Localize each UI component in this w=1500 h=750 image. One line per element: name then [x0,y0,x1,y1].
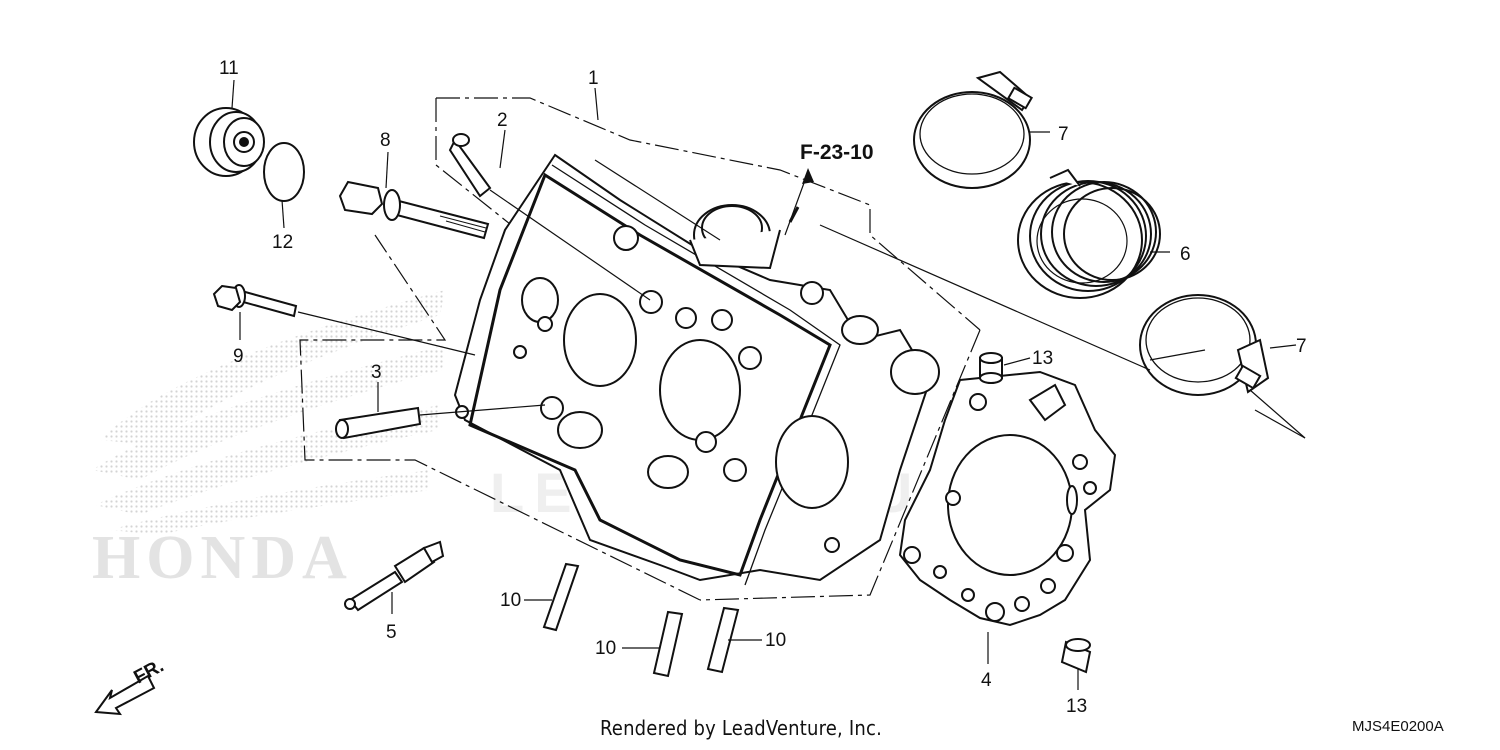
filler-cap [193,107,265,177]
callout-6[interactable]: 6 [1180,244,1191,265]
head-gasket [898,370,1117,627]
callout-7a[interactable]: 7 [1058,124,1069,145]
assembly-boundary [299,97,981,601]
leader-lines [231,79,1306,690]
intake-insulator [1017,168,1161,299]
clamp-lower [1139,294,1270,396]
dowel-pin-3 [335,406,422,440]
dowel-pin-13a [979,352,1003,384]
callout-8[interactable]: 8 [380,130,391,151]
callout-7b[interactable]: 7 [1296,336,1307,357]
callout-4[interactable]: 4 [981,670,992,691]
callout-12[interactable]: 12 [272,232,293,253]
callout-3[interactable]: 3 [371,362,382,383]
callout-9[interactable]: 9 [233,346,244,367]
callout-10b[interactable]: 10 [595,638,616,659]
flange-bolt-9 [212,284,298,318]
honda-wordmark: HONDA [92,524,353,592]
callout-10a[interactable]: 10 [500,590,521,611]
dowel-pin-13b [1060,638,1092,674]
clamp-upper [913,70,1034,189]
callout-13a[interactable]: 13 [1032,348,1053,369]
callout-2[interactable]: 2 [497,110,508,131]
reference-link[interactable]: F-23-10 [800,141,874,164]
cylinder-head [453,153,940,586]
callout-11[interactable]: 11 [219,58,239,79]
callout-5[interactable]: 5 [386,622,397,643]
flange-bolt-8 [338,180,490,240]
front-direction-arrow: FR. [94,656,167,716]
callouts: 11 12 8 9 2 1 3 5 10 10 10 4 13 13 7 6 7… [219,58,1307,717]
dowel-pin-2 [448,133,492,198]
callout-13b[interactable]: 13 [1066,696,1087,717]
stud-bolts [542,562,740,678]
o-ring [263,142,305,202]
render-credit: Rendered by LeadVenture, Inc. [600,716,882,740]
callout-10c[interactable]: 10 [765,630,786,651]
diagram-code: MJS4E0200A [1352,718,1444,735]
spark-plug [344,540,445,612]
callout-1[interactable]: 1 [588,68,599,89]
